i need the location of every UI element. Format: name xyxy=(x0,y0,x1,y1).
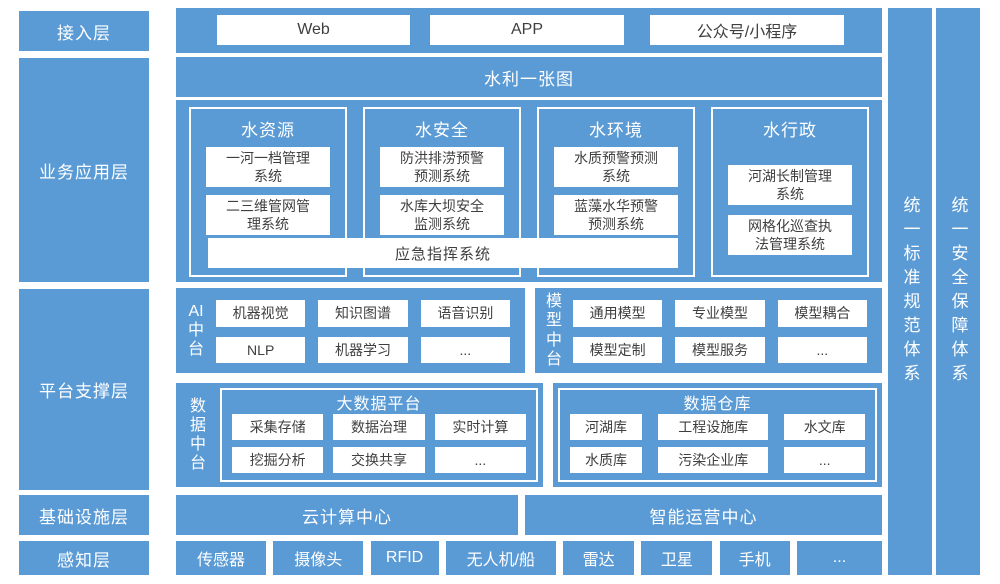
capability-box: 机器视觉 xyxy=(216,300,306,327)
vertical-label-line: 中 xyxy=(545,331,562,349)
capability-box: 机器学习 xyxy=(318,336,408,363)
warehouse-db-grid: 河湖库 工程设施库 水文库 水质库 污染企业库 ... xyxy=(570,414,865,473)
capability-box: 语音识别 xyxy=(420,300,510,327)
system-box: 二三维管网管 理系统 xyxy=(206,195,330,235)
perception-device-more: ... xyxy=(796,541,882,575)
perception-device-phone: 手机 xyxy=(719,541,790,575)
vertical-label-line: AI xyxy=(188,302,204,320)
model-capabilities-grid: 通用模型 专业模型 模型耦合 模型定制 模型服务 ... xyxy=(573,300,867,363)
vertical-label-line: 台 xyxy=(545,350,562,368)
capability-box: 通用模型 xyxy=(573,300,663,327)
business-group-water-administration: 水行政 河湖长制管理 系统 网格化巡查执 法管理系统 xyxy=(711,107,869,277)
capability-box: ... xyxy=(434,447,526,473)
capability-box: 模型服务 xyxy=(675,336,765,363)
capability-box: 专业模型 xyxy=(675,300,765,327)
capability-box: 实时计算 xyxy=(434,414,526,440)
warehouse-db-box: 工程设施库 xyxy=(658,414,769,440)
vertical-label-line: 台 xyxy=(187,341,204,359)
group-title: 水行政 xyxy=(763,120,817,140)
capability-box: 模型耦合 xyxy=(777,300,867,327)
capability-box: ... xyxy=(777,336,867,363)
access-layer-row: Web APP 公众号/小程序 xyxy=(176,8,882,53)
emergency-command-bar: 应急指挥系统 xyxy=(208,238,678,268)
cloud-computing-center-box: 云计算中心 xyxy=(176,495,518,535)
vertical-label-line: 中 xyxy=(187,321,204,339)
perception-device-camera: 摄像头 xyxy=(273,541,364,575)
capability-box: 知识图谱 xyxy=(318,300,408,327)
business-group-water-resources: 水资源 一河一档管理 系统 二三维管网管 理系统 xyxy=(189,107,347,277)
vertical-label-line: 型 xyxy=(545,312,562,330)
access-channel-miniprogram: 公众号/小程序 xyxy=(650,15,844,45)
access-channel-web: Web xyxy=(217,15,410,45)
business-group-water-environment: 水环境 水质预警预测 系统 蓝藻水华预警 预测系统 xyxy=(537,107,695,277)
system-box: 防洪排涝预警 预测系统 xyxy=(380,147,504,187)
perception-device-satellite: 卫星 xyxy=(641,541,713,575)
warehouse-db-box: ... xyxy=(784,447,865,473)
security-system-sidebar: 统一安全保障体系 xyxy=(936,8,980,575)
ai-capabilities-grid: 机器视觉 知识图谱 语音识别 NLP 机器学习 ... xyxy=(216,300,510,363)
one-map-banner: 水利一张图 xyxy=(176,57,882,97)
big-data-platform-box: 大数据平台 采集存储 数据治理 实时计算 挖掘分析 交换共享 ... xyxy=(220,388,538,482)
standard-system-sidebar: 统一标准规范体系 xyxy=(888,8,932,575)
warehouse-db-box: 污染企业库 xyxy=(658,447,769,473)
ai-platform-box: AI 中 台 机器视觉 知识图谱 语音识别 NLP 机器学习 ... xyxy=(176,288,525,373)
perception-device-radar: 雷达 xyxy=(563,541,635,575)
capability-box: 挖掘分析 xyxy=(232,447,324,473)
layer-label-perception: 感知层 xyxy=(19,541,149,575)
group-title: 水安全 xyxy=(415,120,469,140)
system-box: 河湖长制管理 系统 xyxy=(728,165,852,205)
warehouse-db-box: 河湖库 xyxy=(570,414,643,440)
standard-system-sidebar-text: 统一标准规范体系 xyxy=(900,195,920,388)
model-platform-vertical-label: 模 型 中 台 xyxy=(535,288,573,373)
perception-layer-row: 传感器 摄像头 RFID 无人机/船 雷达 卫星 手机 ... xyxy=(176,541,882,575)
business-group-water-safety: 水安全 防洪排涝预警 预测系统 水库大坝安全 监测系统 xyxy=(363,107,521,277)
system-box: 蓝藻水华预警 预测系统 xyxy=(554,195,678,235)
vertical-label-line: 数 xyxy=(189,397,206,415)
vertical-label-line: 台 xyxy=(189,455,206,473)
system-box: 网格化巡查执 法管理系统 xyxy=(728,215,852,255)
data-warehouse-title: 数据仓库 xyxy=(683,396,752,413)
warehouse-db-box: 水质库 xyxy=(570,447,643,473)
data-platform-vertical-label: 数 据 中 台 xyxy=(176,383,220,487)
perception-device-rfid: RFID xyxy=(370,541,439,575)
perception-device-sensor: 传感器 xyxy=(176,541,266,575)
vertical-label-line: 模 xyxy=(545,293,562,311)
system-box: 一河一档管理 系统 xyxy=(206,147,330,187)
capability-box: 交换共享 xyxy=(333,447,425,473)
group-title: 水环境 xyxy=(589,120,643,140)
data-warehouse-box: 数据仓库 河湖库 工程设施库 水文库 水质库 污染企业库 ... xyxy=(553,383,882,487)
perception-device-drone-boat: 无人机/船 xyxy=(445,541,556,575)
security-system-sidebar-text: 统一安全保障体系 xyxy=(948,195,968,388)
big-data-platform-title: 大数据平台 xyxy=(336,396,422,413)
big-data-capabilities-grid: 采集存储 数据治理 实时计算 挖掘分析 交换共享 ... xyxy=(232,414,526,473)
vertical-label-line: 据 xyxy=(189,416,206,434)
model-platform-box: 模 型 中 台 通用模型 专业模型 模型耦合 模型定制 模型服务 ... xyxy=(535,288,882,373)
system-box: 水库大坝安全 监测系统 xyxy=(380,195,504,235)
layer-label-business: 业务应用层 xyxy=(19,58,149,282)
data-platform-box: 数 据 中 台 大数据平台 采集存储 数据治理 实时计算 挖掘分析 交换共享 .… xyxy=(176,383,543,487)
access-channel-app: APP xyxy=(430,15,624,45)
warehouse-db-box: 水文库 xyxy=(784,414,865,440)
layer-label-access: 接入层 xyxy=(19,11,149,51)
intelligent-operation-center-box: 智能运营中心 xyxy=(525,495,882,535)
capability-box: 采集存储 xyxy=(232,414,324,440)
system-box: 水质预警预测 系统 xyxy=(554,147,678,187)
data-warehouse-inner-box: 数据仓库 河湖库 工程设施库 水文库 水质库 污染企业库 ... xyxy=(558,388,877,482)
capability-box: NLP xyxy=(216,336,306,363)
ai-platform-vertical-label: AI 中 台 xyxy=(176,288,216,373)
layer-label-platform: 平台支撑层 xyxy=(19,289,149,490)
layer-label-infrastructure: 基础设施层 xyxy=(19,495,149,535)
business-application-box: 水资源 一河一档管理 系统 二三维管网管 理系统 水安全 防洪排涝预警 预测系统… xyxy=(176,100,882,282)
vertical-label-line: 中 xyxy=(189,436,206,453)
capability-box: ... xyxy=(420,336,510,363)
capability-box: 数据治理 xyxy=(333,414,425,440)
capability-box: 模型定制 xyxy=(573,336,663,363)
group-title: 水资源 xyxy=(241,120,295,140)
